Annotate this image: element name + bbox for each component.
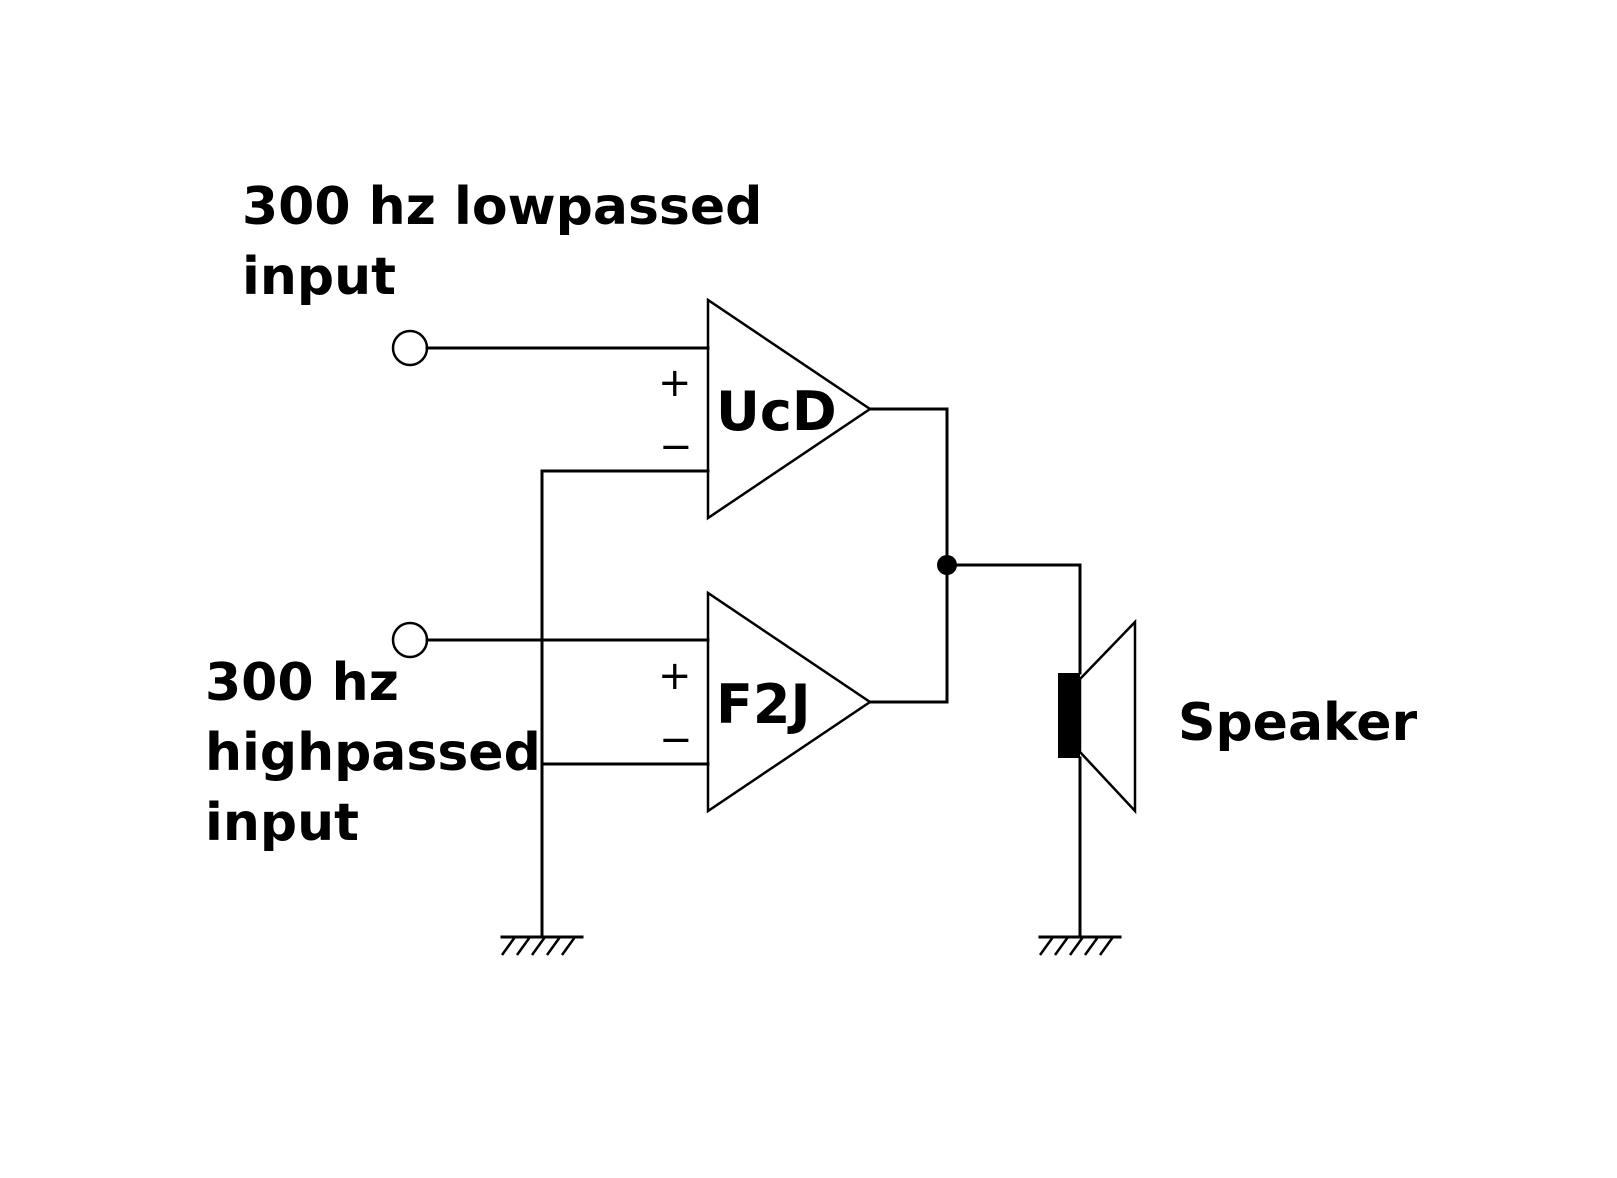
highpass-label-line3: input [205,793,359,853]
highpass-input-terminal [391,621,429,659]
top-amp-label: UcD [716,380,837,443]
lowpass-input-terminal [391,329,429,367]
speaker-feed-wire [945,563,1082,675]
highpass-label-line1: 300 hz [205,653,399,713]
ground-icon-left [500,935,584,956]
lowpass-label-line2: input [242,247,396,307]
bottom-amp-plus-sign: + [658,653,692,699]
bottom-amp-label: F2J [716,673,811,736]
lowpass-label-line1: 300 hz lowpassed [242,177,762,237]
top-amplifier-triangle [706,297,873,521]
bottom-amp-minus-sign: − [659,717,693,763]
bottom-amplifier-triangle [706,590,873,814]
top-amp-plus-sign: + [658,360,692,406]
speaker-label: Speaker [1178,693,1417,753]
ground-bus-wire [540,469,710,939]
ground-icon-right [1038,935,1122,956]
top-amp-minus-sign: − [659,424,693,470]
highpass-label-line2: highpassed [205,723,541,783]
amp-output-wire [868,407,949,704]
speaker-icon [1058,618,1137,815]
